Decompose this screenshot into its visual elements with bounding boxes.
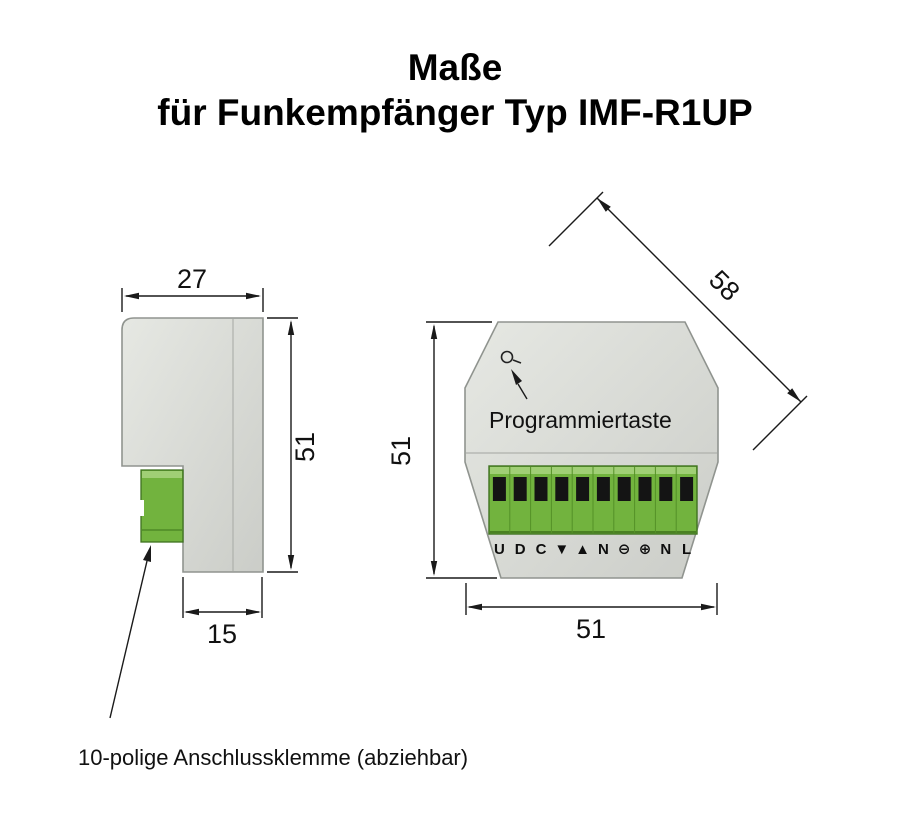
side-dim-width-bottom: 15	[182, 577, 263, 649]
side-view-connector	[138, 469, 184, 543]
callout-arrow-line	[109, 560, 148, 719]
side-dim-height-value: 51	[290, 432, 320, 462]
terminal-dividers	[509, 467, 677, 533]
arrowhead	[787, 388, 801, 402]
connector-callout: 10-polige Anschlussklemme (abziehbar)	[78, 545, 468, 770]
program-button-label: Programmiertaste	[489, 407, 672, 433]
arrowhead	[701, 603, 716, 611]
terminal-label: ⊕	[639, 541, 652, 558]
side-view: 27 51 15	[121, 264, 320, 649]
terminal-label: D	[515, 541, 526, 558]
arrowhead	[184, 608, 199, 616]
arrowhead	[597, 198, 611, 212]
terminal-block	[488, 465, 698, 535]
terminal-labels: U D C ▼ ▲ N ⊖ ⊕ N L	[494, 541, 691, 558]
front-dim-width-value: 51	[576, 614, 606, 644]
front-dim-height-value: 51	[386, 436, 416, 466]
side-view-body	[121, 317, 264, 573]
arrowhead	[287, 555, 295, 570]
terminal-hole	[492, 477, 506, 501]
front-dim-diagonal-value: 58	[703, 264, 745, 306]
arrowhead	[467, 603, 482, 611]
terminal-label: N	[660, 541, 671, 558]
program-button-icon	[500, 350, 522, 364]
connector-callout-label: 10-polige Anschlussklemme (abziehbar)	[78, 745, 468, 770]
side-dim-width-top-value: 27	[177, 264, 207, 294]
side-dim-width-top: 27	[121, 264, 264, 312]
arrowhead	[430, 561, 438, 576]
arrowhead	[246, 608, 261, 616]
terminal-hole	[513, 477, 527, 501]
arrowhead	[124, 292, 139, 300]
terminal-label: N	[598, 541, 609, 558]
page-title-line1: Maße	[408, 47, 503, 88]
terminal-label: C	[536, 541, 547, 558]
arrowhead	[246, 292, 261, 300]
side-dim-width-bottom-value: 15	[207, 619, 237, 649]
arrowhead	[430, 324, 438, 339]
terminal-hole	[596, 477, 610, 501]
front-dim-width: 51	[465, 583, 718, 644]
terminal-hole	[617, 477, 631, 501]
terminal-label: ⊖	[618, 541, 631, 558]
front-dim-height: 51	[386, 321, 497, 579]
terminal-hole	[638, 477, 652, 501]
terminal-holes	[492, 477, 694, 501]
program-button-pointer-arrow	[511, 369, 528, 400]
arrowhead	[287, 320, 295, 335]
connector-body	[140, 469, 184, 543]
terminal-label: ▼	[554, 541, 569, 558]
terminal-hole	[534, 477, 548, 501]
terminal-label: U	[494, 541, 505, 558]
connector-notch	[138, 500, 144, 516]
connector-highlight	[142, 471, 182, 478]
terminal-label: L	[682, 541, 691, 558]
front-view: Programmiertaste	[386, 191, 808, 644]
terminal-label: ▲	[575, 541, 590, 558]
terminal-hole	[680, 477, 694, 501]
terminal-hole	[555, 477, 569, 501]
arrowhead	[143, 545, 151, 562]
terminal-hole	[659, 477, 673, 501]
page-title-line2: für Funkempfänger Typ IMF-R1UP	[157, 92, 752, 133]
side-dim-height: 51	[267, 317, 320, 573]
terminal-hole	[576, 477, 590, 501]
